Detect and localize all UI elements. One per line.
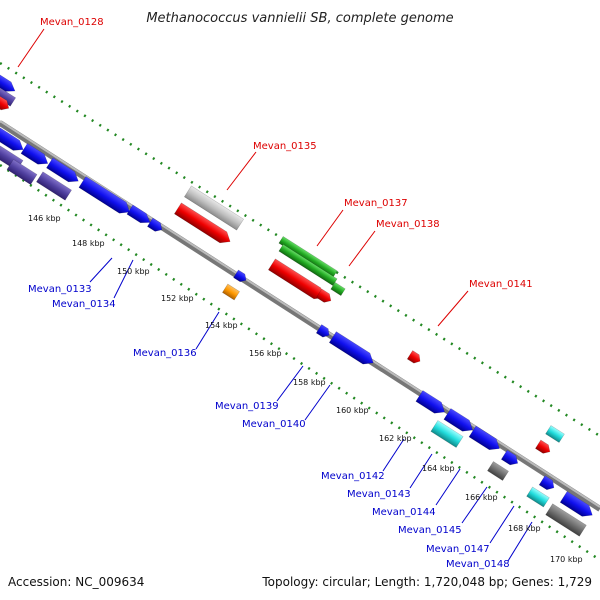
scale-label: 148 kbp: [72, 239, 105, 248]
gene-features: [0, 72, 596, 537]
gene-label-mevan-0145[interactable]: Mevan_0145: [398, 525, 462, 536]
gene-label-mevan-0138[interactable]: Mevan_0138: [376, 219, 440, 230]
gene-label-mevan-0144[interactable]: Mevan_0144: [372, 507, 436, 518]
tick-track-lower: [0, 163, 600, 562]
gene-arrow-reverse[interactable]: [316, 288, 333, 305]
gene-label-mevan-0141[interactable]: Mevan_0141: [469, 279, 533, 290]
label-leader-line: [17, 28, 45, 68]
gene-arrow-forward[interactable]: [443, 408, 476, 435]
scale-label: 150 kbp: [117, 267, 150, 276]
scale-label: 162 kbp: [379, 434, 412, 443]
other-gene[interactable]: [430, 420, 464, 448]
rna-gene[interactable]: [278, 244, 338, 286]
scale-label: 168 kbp: [508, 524, 541, 533]
scale-label: 146 kbp: [28, 214, 61, 223]
label-leader-line: [113, 259, 134, 299]
topology-text: Topology: circular; Length: 1,720,048 bp…: [261, 575, 592, 589]
label-leader-line: [435, 468, 461, 506]
other-gene[interactable]: [526, 486, 550, 508]
scale-label: 158 kbp: [293, 378, 326, 387]
gene-arrow-forward[interactable]: [315, 324, 331, 340]
label-leader-line: [276, 365, 304, 402]
gene-block[interactable]: [222, 283, 240, 301]
label-leader-line: [507, 521, 533, 562]
scale-label: 152 kbp: [161, 294, 194, 303]
gene-label-mevan-0137[interactable]: Mevan_0137: [344, 198, 408, 209]
scale-label: 170 kbp: [550, 555, 583, 564]
gene-arrow-forward[interactable]: [328, 331, 376, 369]
label-leader-lines: [17, 28, 533, 562]
gene-labels[interactable]: Mevan_0128 Mevan_0135 Mevan_0137 Mevan_0…: [28, 17, 533, 570]
gene-label-mevan-0133[interactable]: Mevan_0133: [28, 284, 92, 295]
gene-label-mevan-0143[interactable]: Mevan_0143: [347, 489, 411, 500]
gene-arrow-forward[interactable]: [20, 143, 51, 168]
gene-label-mevan-0140[interactable]: Mevan_0140: [242, 419, 306, 430]
gene-arrow-forward[interactable]: [559, 491, 596, 520]
gene-block[interactable]: [0, 83, 16, 107]
gene-arrow-forward[interactable]: [500, 449, 520, 468]
gene-arrow-forward[interactable]: [78, 176, 133, 217]
scale-label: 156 kbp: [249, 349, 282, 358]
gene-arrow-forward[interactable]: [46, 157, 81, 186]
gene-arrow-forward[interactable]: [538, 475, 557, 493]
gene-arrow-forward[interactable]: [415, 390, 448, 417]
scale-label: 160 kbp: [336, 406, 369, 415]
label-leader-line: [304, 384, 331, 421]
gene-arrow-forward[interactable]: [468, 425, 503, 454]
label-leader-line: [89, 257, 113, 283]
gene-arrow-forward[interactable]: [0, 124, 26, 154]
scale-label: 154 kbp: [205, 321, 238, 330]
gene-block[interactable]: [36, 171, 72, 201]
gene-block[interactable]: [6, 159, 38, 185]
scale-labels: 146 kbp 148 kbp 150 kbp 152 kbp 154 kbp …: [28, 214, 583, 564]
map-title: Methanococcus vannielii SB, complete gen…: [146, 11, 453, 26]
label-leader-line: [226, 151, 257, 191]
gene-block[interactable]: [545, 503, 587, 537]
label-leader-line: [348, 230, 376, 267]
label-leader-line: [489, 505, 515, 544]
label-leader-line: [437, 290, 469, 327]
gene-arrow-forward[interactable]: [0, 72, 18, 95]
gene-block[interactable]: [487, 461, 509, 481]
accession-text: Accession: NC_009634: [8, 575, 144, 589]
gene-label-mevan-0134[interactable]: Mevan_0134: [52, 299, 116, 310]
gene-arrow-reverse[interactable]: [406, 350, 422, 366]
rna-gene[interactable]: [330, 282, 346, 296]
gene-arrow-reverse[interactable]: [174, 202, 233, 247]
gene-arrow-reverse[interactable]: [0, 94, 12, 113]
scale-label: 166 kbp: [465, 493, 498, 502]
pseudo-gene[interactable]: [184, 185, 244, 231]
label-leader-line: [195, 311, 220, 350]
gene-label-mevan-0128[interactable]: Mevan_0128: [40, 17, 104, 28]
gene-label-mevan-0135[interactable]: Mevan_0135: [253, 141, 317, 152]
label-leader-line: [461, 486, 488, 524]
tick-track-upper: [0, 61, 600, 438]
gene-label-mevan-0136[interactable]: Mevan_0136: [133, 348, 197, 359]
label-leader-line: [316, 209, 344, 247]
gene-label-mevan-0142[interactable]: Mevan_0142: [321, 471, 385, 482]
label-leader-line: [382, 438, 405, 472]
gene-label-mevan-0139[interactable]: Mevan_0139: [215, 401, 279, 412]
scale-label: 164 kbp: [422, 464, 455, 473]
gene-arrow-forward[interactable]: [147, 217, 164, 234]
gene-arrow-forward[interactable]: [126, 204, 153, 227]
label-leader-line: [409, 453, 433, 489]
gene-label-mevan-0148[interactable]: Mevan_0148: [446, 559, 510, 570]
gene-label-mevan-0147[interactable]: Mevan_0147: [426, 544, 490, 555]
gene-arrow-reverse[interactable]: [535, 439, 552, 456]
gene-arrow-forward[interactable]: [233, 269, 249, 284]
other-gene[interactable]: [545, 425, 565, 443]
